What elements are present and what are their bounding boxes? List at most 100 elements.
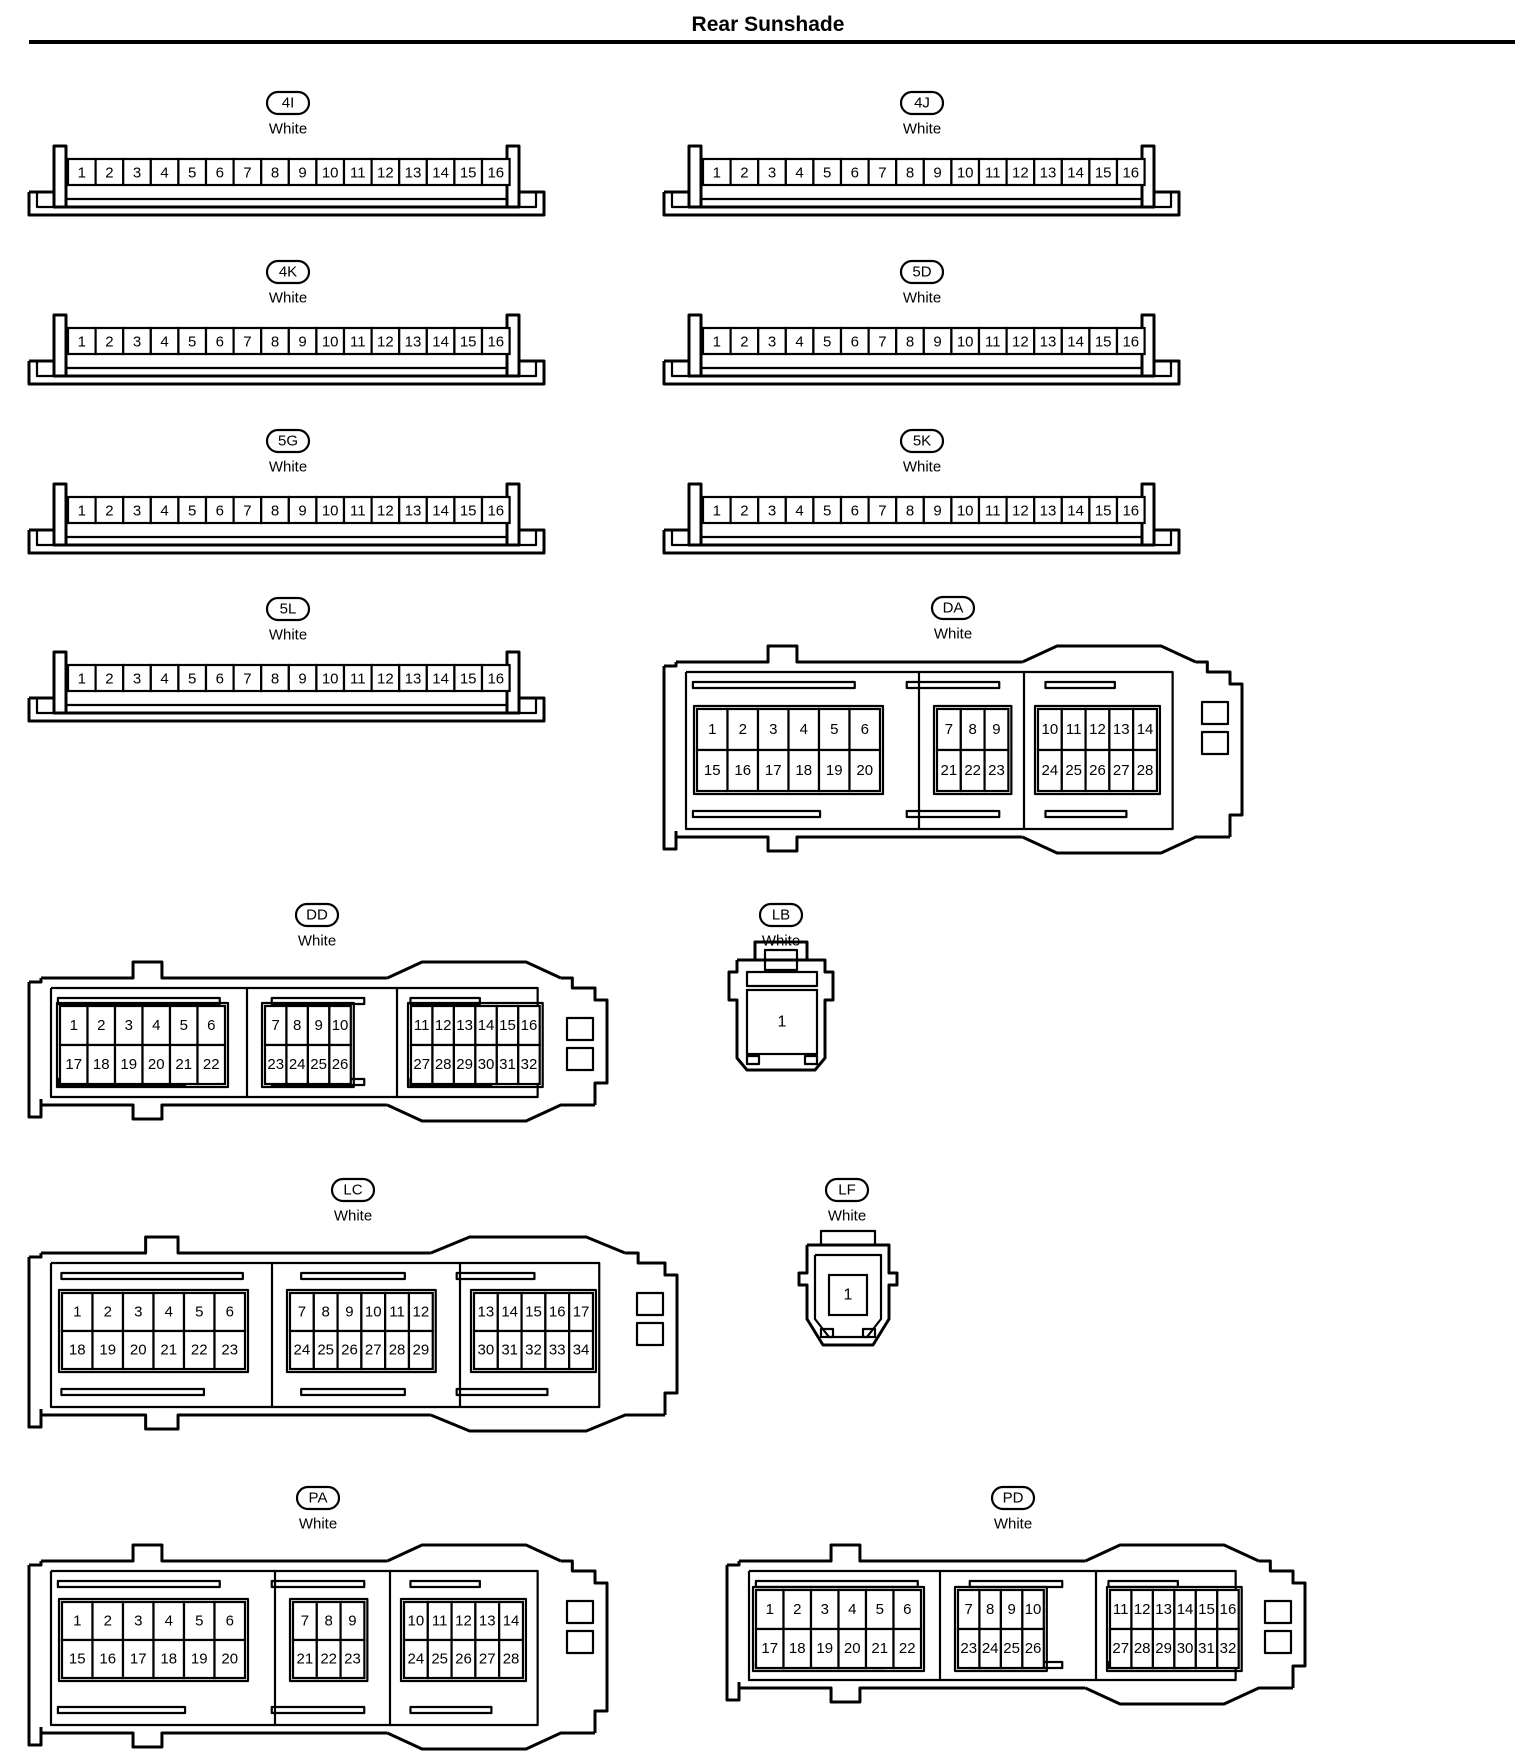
pin-number: 12 <box>1012 503 1029 520</box>
pin-number: 27 <box>479 1651 496 1668</box>
pin-number: 4 <box>800 721 808 738</box>
pin-number: 26 <box>1089 762 1106 779</box>
pin-number: 2 <box>104 1613 112 1630</box>
pin-number: 20 <box>844 1640 861 1657</box>
pin-number: 4 <box>795 503 803 520</box>
pin-number: 1 <box>78 165 86 182</box>
pin-number: 16 <box>99 1651 116 1668</box>
pin-number: 1 <box>708 721 716 738</box>
pin-number: 6 <box>226 1613 234 1630</box>
pin-number: 12 <box>1012 165 1029 182</box>
pin-number: 15 <box>1198 1601 1215 1618</box>
pin-number: 13 <box>479 1613 496 1630</box>
pin-number: 17 <box>573 1304 590 1321</box>
pin-number: 16 <box>1122 165 1139 182</box>
pin-number: 4 <box>165 1613 173 1630</box>
pin-number: 6 <box>216 671 224 688</box>
pin-cell <box>1060 326 1091 356</box>
pin-number: 13 <box>405 503 422 520</box>
pin-number: 1 <box>78 334 86 351</box>
pin-number: 5 <box>876 1601 884 1618</box>
pin-number: 8 <box>986 1601 994 1618</box>
pin-cell <box>91 1638 125 1680</box>
pin-cell <box>848 748 882 793</box>
pin-cell <box>867 326 898 356</box>
pin-number: 28 <box>1137 762 1154 779</box>
pin-number: 12 <box>455 1613 472 1630</box>
pin-cell <box>86 1043 117 1086</box>
pin-number: 27 <box>413 1056 430 1073</box>
pin-cell <box>453 663 484 693</box>
pin-number: 19 <box>191 1651 208 1668</box>
pin-group <box>399 1597 528 1683</box>
pin-number: 4 <box>848 1601 856 1618</box>
pin-number: 14 <box>432 334 449 351</box>
connector-id: 5L <box>280 601 297 618</box>
pin-number: 14 <box>501 1304 518 1321</box>
pin-cell <box>867 495 898 525</box>
pin-number: 5 <box>823 503 831 520</box>
pin-cell <box>1088 157 1119 187</box>
pin-number: 10 <box>1025 1601 1042 1618</box>
pin-cell <box>204 495 235 525</box>
pin-cell <box>91 1600 125 1642</box>
pin-number: 8 <box>322 1304 330 1321</box>
pin-number: 1 <box>78 503 86 520</box>
pin-number: 1 <box>713 165 721 182</box>
pin-cell <box>787 748 821 793</box>
pin-number: 10 <box>322 165 339 182</box>
pin-cell <box>977 326 1008 356</box>
pin-number: 31 <box>1198 1640 1215 1657</box>
pin-number: 21 <box>160 1342 177 1359</box>
pin-number: 5 <box>830 721 838 738</box>
pin-cell <box>407 1329 434 1371</box>
pin-cell <box>204 326 235 356</box>
pin-number: 1 <box>713 503 721 520</box>
pin-cell <box>149 663 180 693</box>
pin-number: 6 <box>851 503 859 520</box>
pin-group <box>57 1597 250 1683</box>
pin-number: 14 <box>503 1613 520 1630</box>
pin-number: 5 <box>188 671 196 688</box>
pin-number: 9 <box>345 1304 353 1321</box>
pin-cell <box>895 495 925 525</box>
pin-cell <box>498 1638 525 1680</box>
pin-group <box>406 1001 544 1089</box>
pin-number: 20 <box>221 1651 238 1668</box>
pin-number: 12 <box>1134 1601 1151 1618</box>
pin-number: 4 <box>165 1304 173 1321</box>
pin-number: 23 <box>960 1640 977 1657</box>
connector-color: White <box>269 459 307 476</box>
pin-cell <box>950 326 981 356</box>
pin-number: 24 <box>982 1640 999 1657</box>
pin-number: 9 <box>992 721 1000 738</box>
pin-number: 10 <box>957 503 974 520</box>
pin-number: 7 <box>878 334 886 351</box>
pin-number: 12 <box>435 1017 452 1034</box>
connector-id: 5K <box>913 433 931 450</box>
pin-number: 32 <box>1220 1640 1237 1657</box>
pin-number: 34 <box>573 1342 590 1359</box>
pin-cell <box>812 326 843 356</box>
pin-number: 15 <box>460 334 477 351</box>
pin-cell <box>480 495 511 525</box>
pin-number: 4 <box>795 165 803 182</box>
pin-cell <box>977 495 1008 525</box>
pin-cell <box>895 326 925 356</box>
connector-color: White <box>298 933 336 950</box>
pin-number: 22 <box>320 1651 337 1668</box>
pin-cell <box>328 1043 352 1086</box>
pin-cell <box>701 326 732 356</box>
pin-number: 13 <box>405 334 422 351</box>
pin-number: 2 <box>105 165 113 182</box>
pin-cell <box>232 663 263 693</box>
pin-number: 14 <box>1067 503 1084 520</box>
pin-number: 25 <box>1065 762 1082 779</box>
pin-number: 14 <box>432 671 449 688</box>
pin-cell <box>149 157 180 187</box>
pin-number: 5 <box>180 1017 188 1034</box>
